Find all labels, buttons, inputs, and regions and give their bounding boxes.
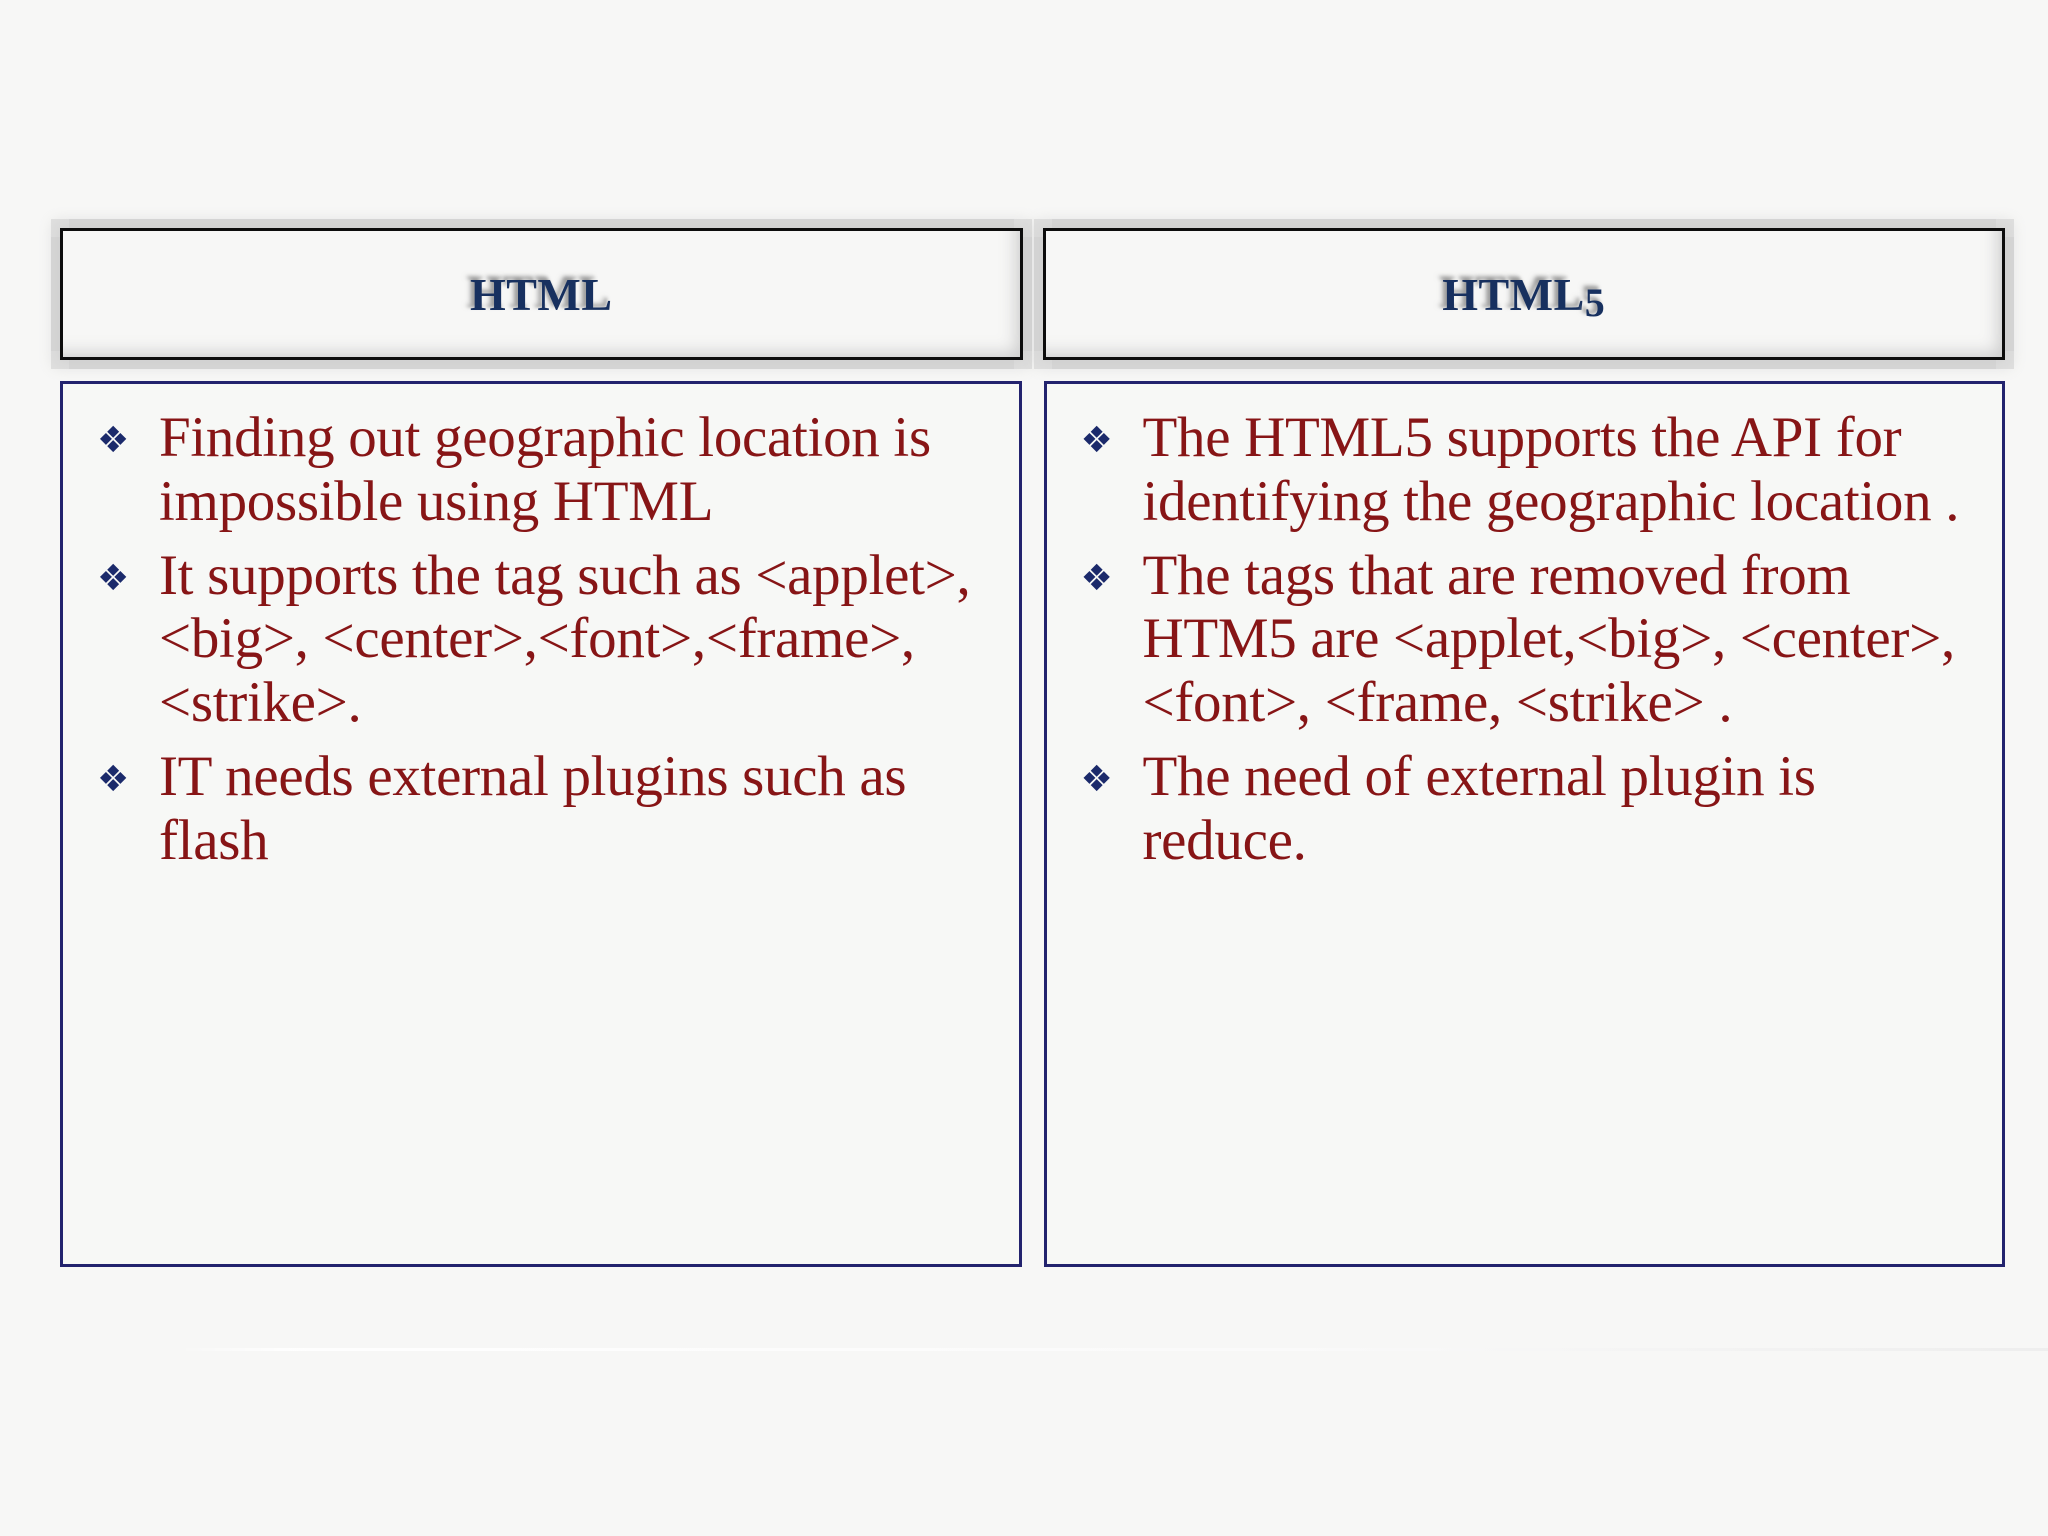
list-item-text: Finding out geographic location is impos… [159,406,931,533]
diamond-bullet-icon: ❖ [1080,557,1113,599]
diamond-bullet-icon: ❖ [1080,420,1113,461]
diamond-bullet-icon: ❖ [97,420,130,461]
table-body-row: ❖ Finding out geographic location is imp… [60,381,2005,1267]
diamond-bullet-icon: ❖ [97,759,130,801]
table-header-row: HTML HTML5 [60,228,2005,360]
list-item-text: It supports the tag such as <applet>, <b… [159,543,971,735]
table-body-cell-html5[interactable]: ❖ The HTML5 supports the API for identif… [1043,381,2005,1267]
list-item: ❖ IT needs external plugins such as flas… [81,745,1001,873]
bullet-list-html5: ❖ The HTML5 supports the API for identif… [1065,406,1985,873]
list-item: ❖ The need of external plugin is reduce. [1065,745,1985,873]
diamond-bullet-icon: ❖ [1080,759,1113,801]
header-label-html5: HTML5 [1442,268,1605,325]
diamond-bullet-icon: ❖ [97,557,130,599]
bullet-list-html: ❖ Finding out geographic location is imp… [81,406,1001,873]
list-item-text: The need of external plugin is reduce. [1142,745,1817,872]
comparison-table: HTML HTML5 ❖ Finding out geographic loca… [60,228,2005,1267]
footer-divider [178,1348,2048,1351]
list-item: ❖ It supports the tag such as <applet>, … [81,544,1001,735]
table-body-cell-html[interactable]: ❖ Finding out geographic location is imp… [60,381,1022,1267]
header-label-html5-main: HTML [1442,268,1585,320]
list-item: ❖ The tags that are removed from HTM5 ar… [1065,544,1985,735]
list-item: ❖ The HTML5 supports the API for identif… [1065,406,1985,534]
header-label-html5-suffix: 5 [1584,279,1606,325]
header-label-html: HTML [469,268,613,320]
table-header-cell-html[interactable]: HTML [60,228,1023,360]
list-item-text: IT needs external plugins such as flash [159,745,907,872]
list-item-text: The HTML5 supports the API for identifyi… [1142,406,1960,533]
table-header-cell-html5[interactable]: HTML5 [1042,228,2005,360]
list-item-text: The tags that are removed from HTM5 are … [1142,543,1956,735]
list-item: ❖ Finding out geographic location is imp… [81,406,1001,534]
